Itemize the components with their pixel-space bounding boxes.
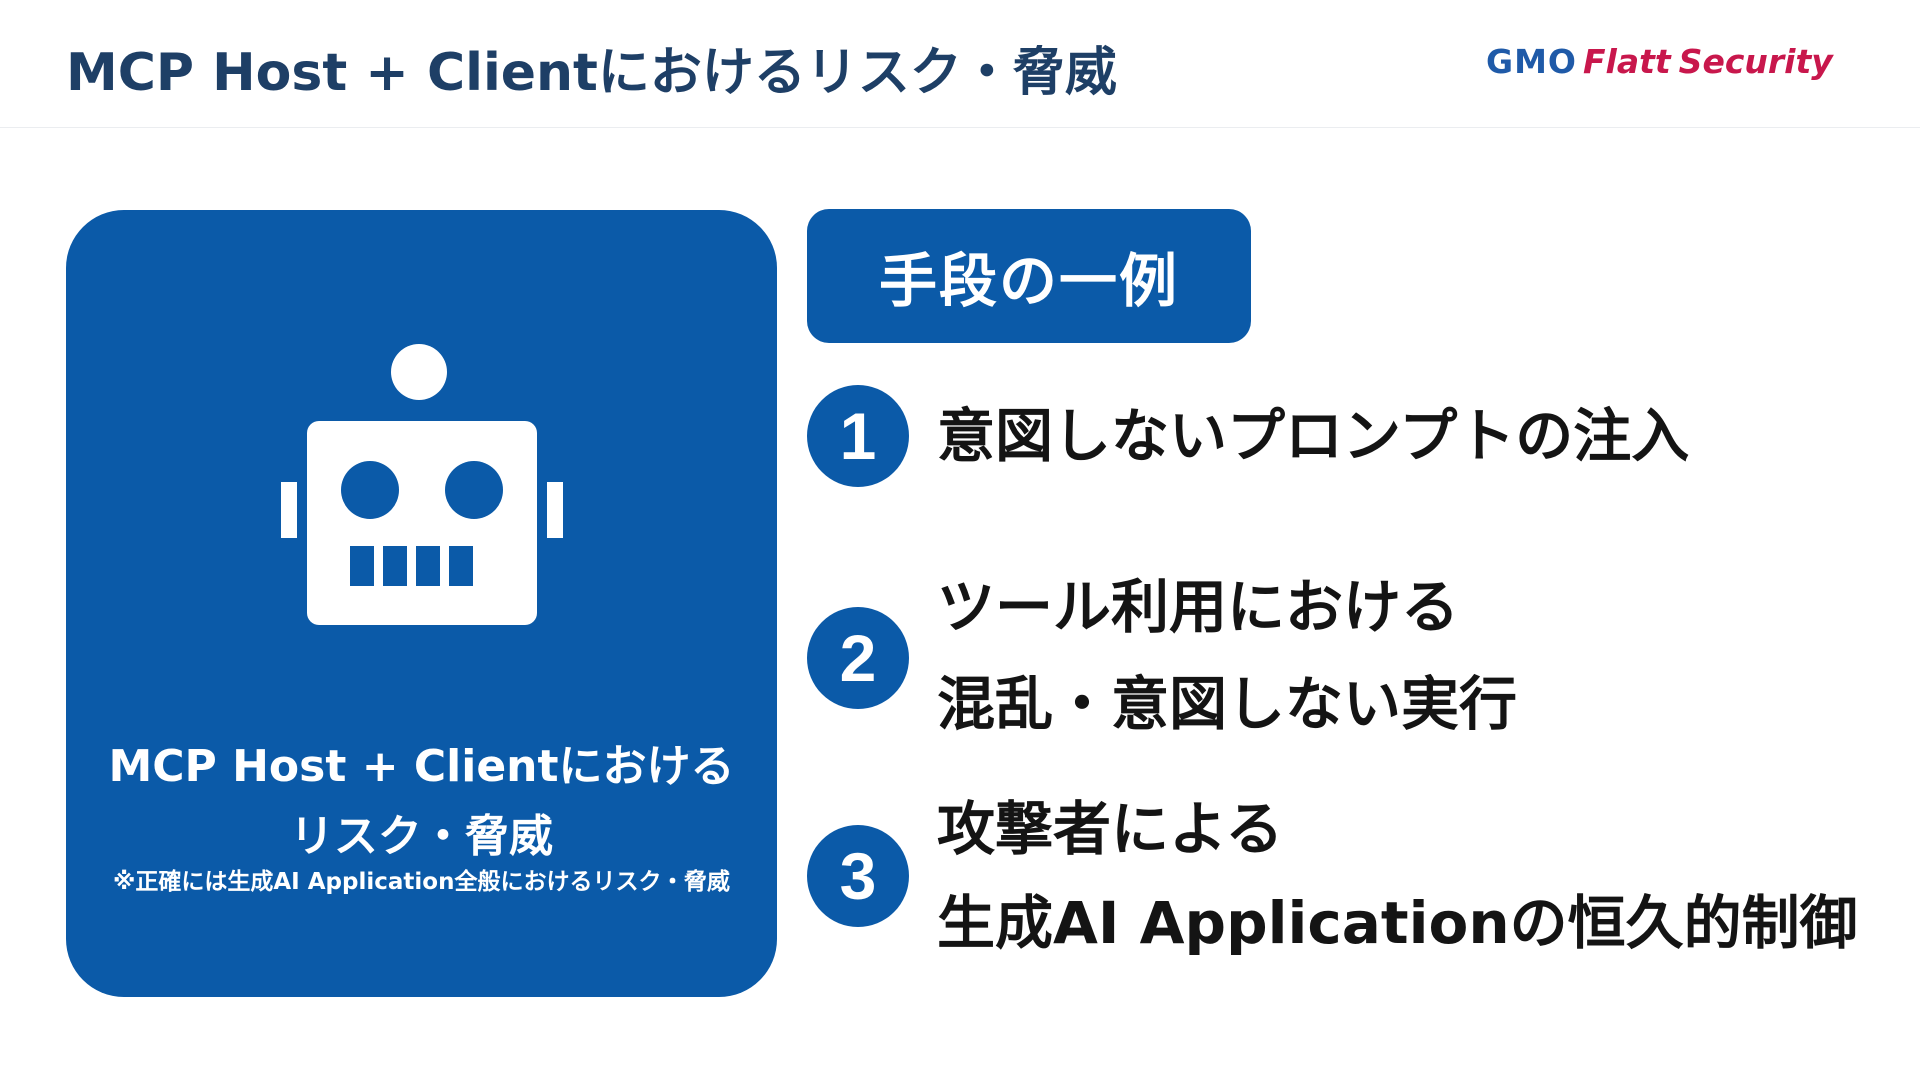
card-title-line1: MCP Host + Clientにおける: [108, 741, 735, 792]
number-3-badge: 3: [807, 825, 909, 927]
page-title: MCP Host + Clientにおけるリスク・脅威: [66, 43, 1117, 103]
method-heading-badge: 手段の一例: [807, 209, 1251, 343]
number-2-badge: 2: [807, 607, 909, 709]
card-title-line2: リスク・脅威: [289, 811, 554, 862]
method-item-1-line1: 意図しないプロンプトの注入: [937, 402, 1690, 470]
method-item-3-line1: 攻撃者による: [937, 795, 1284, 863]
method-item-2-line2: 混乱・意図しない実行: [937, 670, 1518, 738]
logo-security-text: Security: [1678, 42, 1833, 81]
number-1-badge: 1: [807, 385, 909, 487]
logo-gmo-text: GMO: [1486, 42, 1577, 81]
logo-flatt-text: Flatt: [1582, 42, 1671, 81]
robot-icon: [281, 344, 563, 625]
mcp-risk-card: MCP Host + Clientにおける リスク・脅威 ※正確には生成AI A…: [66, 210, 777, 997]
method-item-3-line2: 生成AI Applicationの恒久的制御: [937, 889, 1858, 957]
method-item-2-line1: ツール利用における: [937, 573, 1460, 641]
card-note: ※正確には生成AI Application全般におけるリスク・脅威: [113, 869, 730, 895]
